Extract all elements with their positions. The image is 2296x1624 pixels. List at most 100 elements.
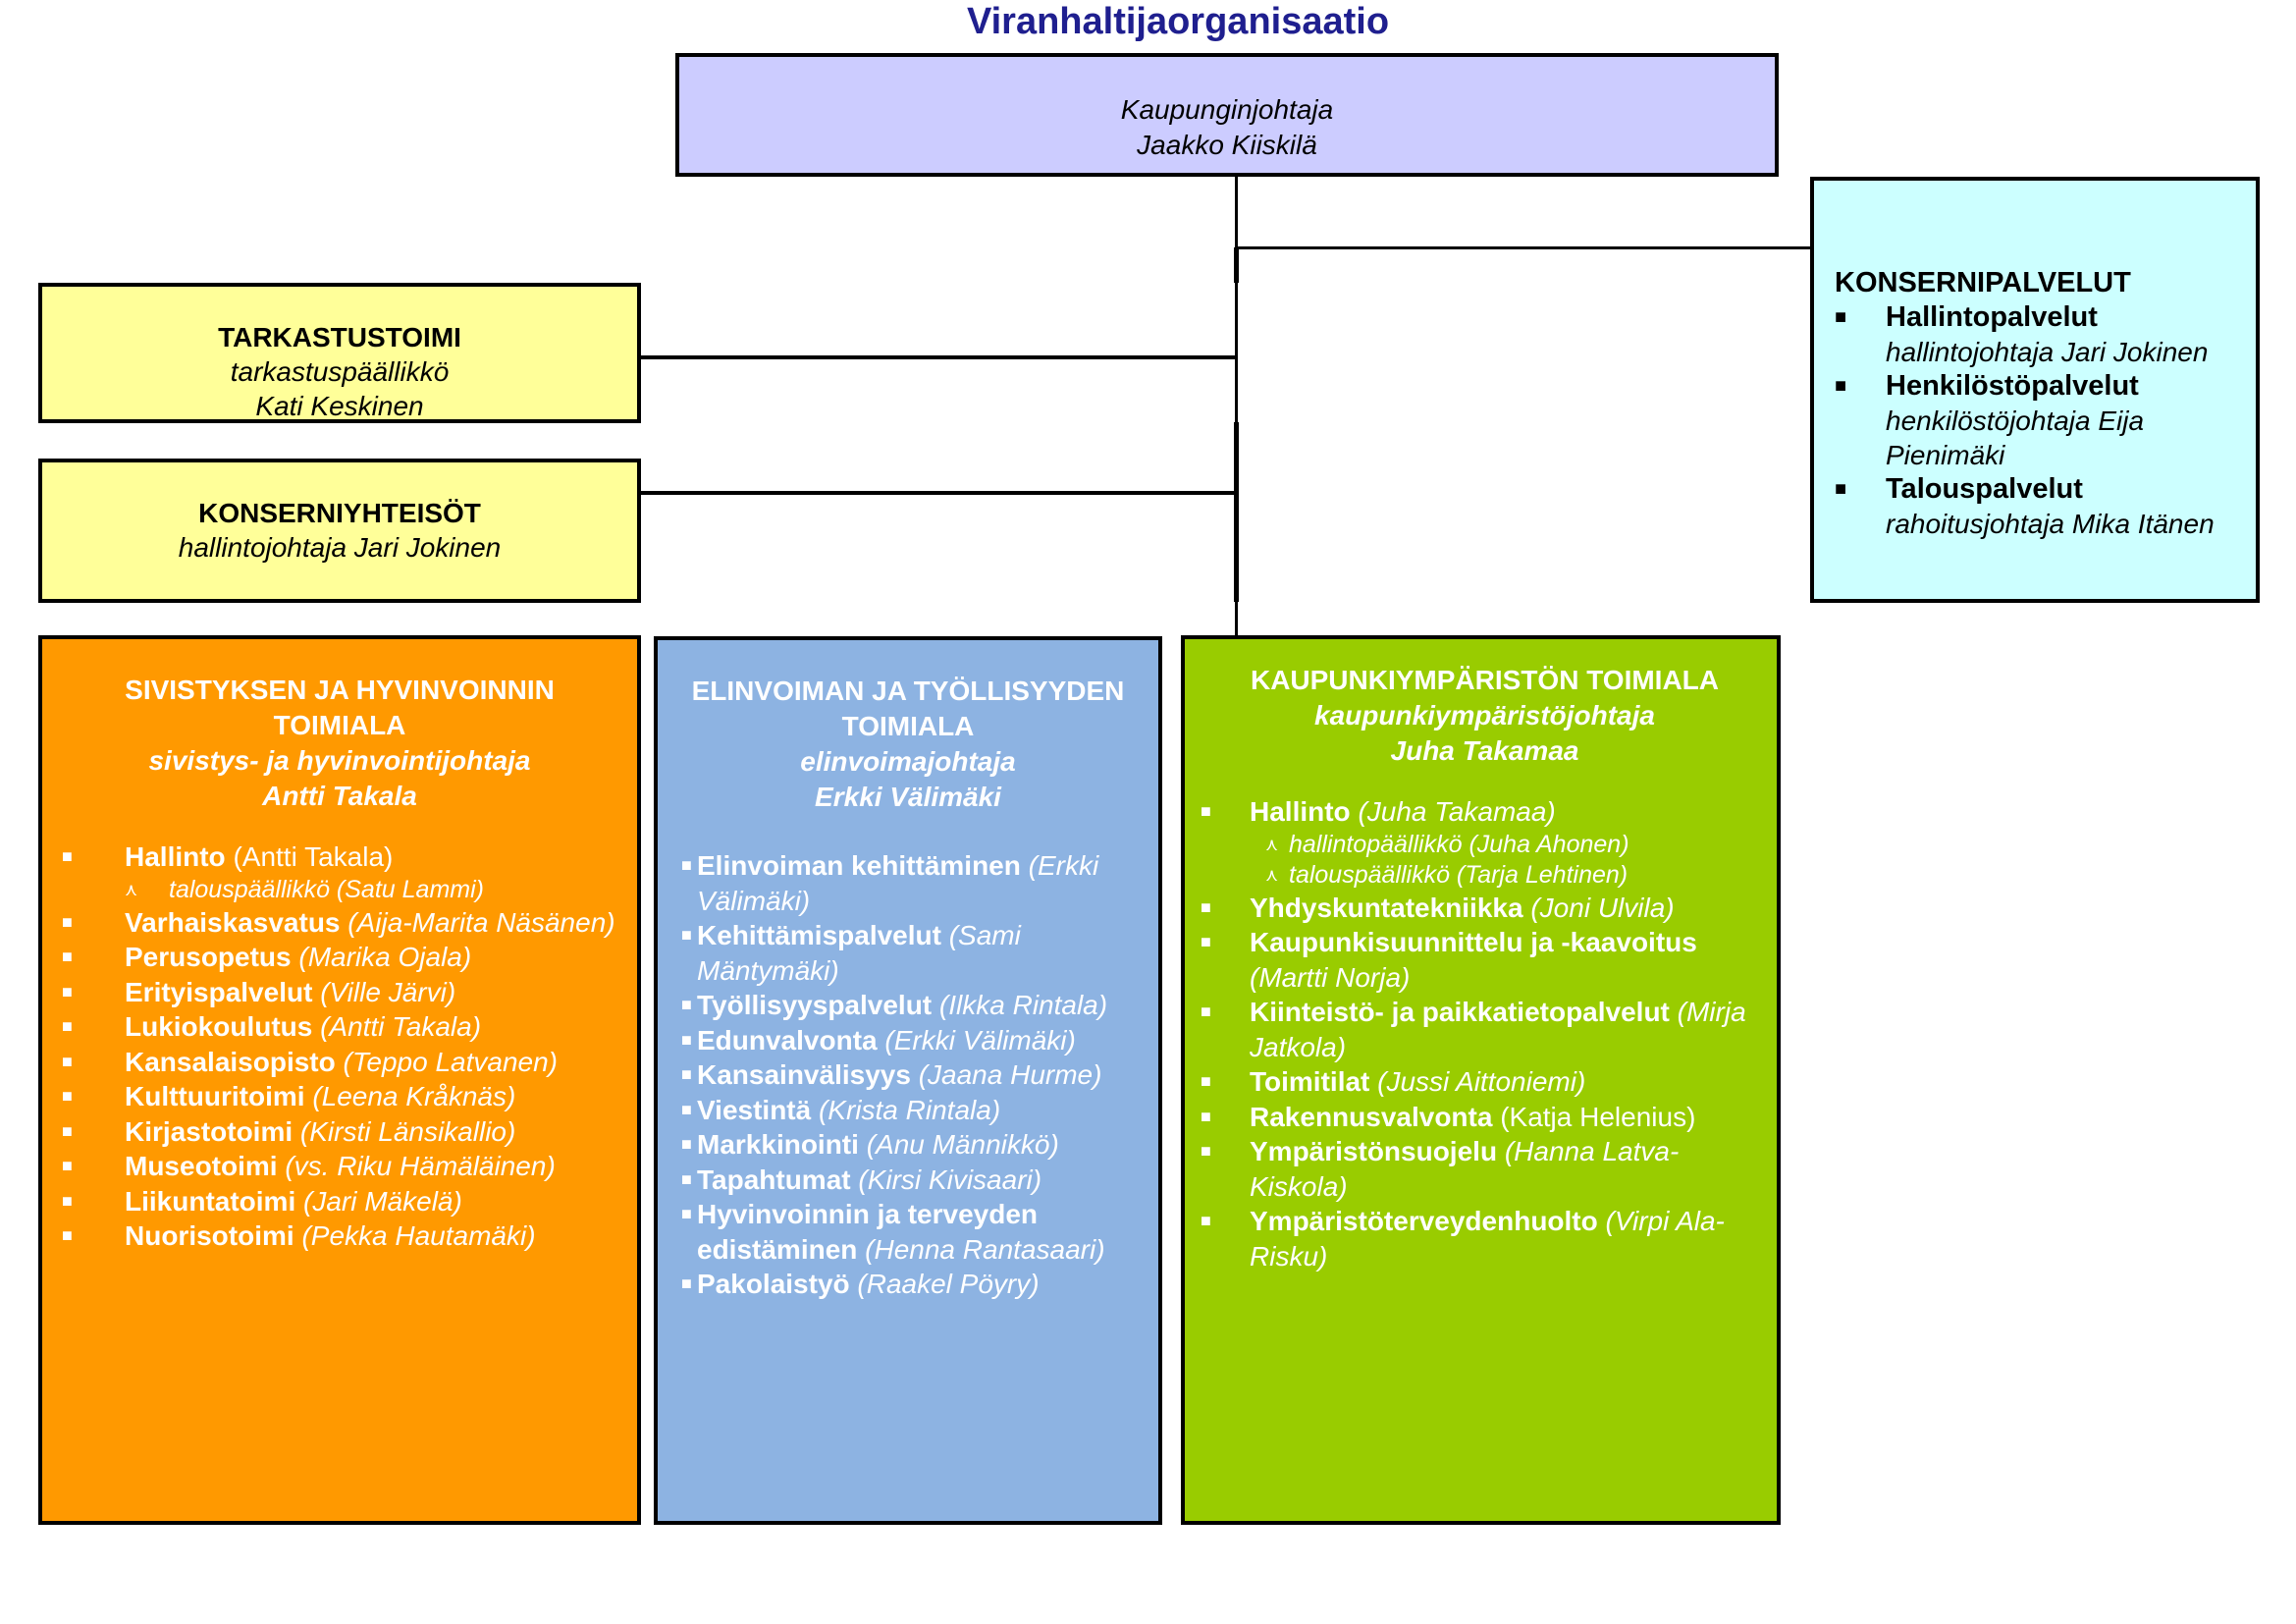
unit-list-item[interactable]: ■Perusopetus (Marika Ojala)	[54, 940, 625, 975]
unit-list-item[interactable]: ■Hyvinvoinnin ja terveyden edistäminen (…	[681, 1197, 1152, 1267]
connector-thick-segment-upper	[1234, 247, 1239, 283]
unit-list-item[interactable]: ■ Kirjastotoimi (Kirsti Länsikallio)	[54, 1114, 625, 1150]
square-bullet-icon: ■	[62, 1120, 73, 1141]
unit-list-item[interactable]: ■Rakennusvalvonta (Katja Helenius)	[1201, 1100, 1769, 1135]
unit-list-item[interactable]: ■Pakolaistyö (Raakel Pöyry)	[681, 1267, 1152, 1302]
konsernipalvelut-title: KONSERNIPALVELUT	[1835, 267, 2131, 298]
unit-name: Hallinto	[1250, 796, 1351, 827]
kaupunkiymparisto-toimiala-box[interactable]: KAUPUNKIYMPÄRISTÖN TOIMIALA kaupunkiympä…	[1181, 635, 1781, 1525]
unit-name: Museotoimi	[125, 1151, 278, 1181]
square-bullet-icon: ■	[681, 1029, 692, 1050]
unit-list-item[interactable]: ■Tapahtumat (Kirsi Kivisaari)	[681, 1163, 1152, 1198]
unit-text: Toimitilat (Jussi Aittoniemi)	[1250, 1064, 1585, 1100]
konsernipalvelut-item-person: Pienimäki	[1886, 440, 2005, 470]
unit-head-person: (Leena Kråknäs)	[312, 1081, 516, 1111]
unit-text: Kulttuuritoimi (Leena Kråknäs)	[125, 1079, 515, 1114]
unit-head-person: (Raakel Pöyry)	[857, 1269, 1040, 1299]
unit-head-person: (Erkki Välimäki)	[697, 850, 1099, 916]
konsernipalvelut-item[interactable]: ■Henkilöstöpalvelut	[1835, 369, 2256, 404]
unit-text: Tapahtumat (Kirsi Kivisaari)	[697, 1163, 1041, 1198]
unit-list-item[interactable]: ■Lukiokoulutus (Antti Takala)	[54, 1009, 625, 1045]
konserniyhteisot-role: hallintojohtaja Jari Jokinen	[178, 532, 502, 563]
unit-list-item[interactable]: ■Yhdyskuntatekniikka (Joni Ulvila)	[1201, 891, 1769, 926]
unit-list-item[interactable]: ■Työllisyyspalvelut (Ilkka Rintala)	[681, 988, 1152, 1023]
elinvoima-toimiala-box[interactable]: ELINVOIMAN JA TYÖLLISYYDEN TOIMIALA elin…	[654, 636, 1162, 1525]
square-bullet-icon: ■	[62, 1086, 73, 1106]
unit-list-item[interactable]: ■Viestintä (Krista Rintala)	[681, 1093, 1152, 1128]
unit-name: Kaupunkisuunnittelu ja -kaavoitus	[1250, 927, 1697, 957]
unit-name: Nuorisotoimi	[125, 1220, 294, 1251]
unit-list-item[interactable]: ■Elinvoiman kehittäminen (Erkki Välimäki…	[681, 848, 1152, 918]
unit-head-person: (Ilkka Rintala)	[938, 990, 1108, 1020]
unit-list-item[interactable]: ■Ympäristöterveydenhuolto (Virpi Ala-Ris…	[1201, 1204, 1769, 1273]
konserniyhteisot-box[interactable]: KONSERNIYHTEISÖT hallintojohtaja Jari Jo…	[38, 459, 641, 603]
unit-list-item[interactable]: ■Liikuntatoimi (Jari Mäkelä)	[54, 1184, 625, 1219]
unit-list-item[interactable]: ■ Nuorisotoimi (Pekka Hautamäki)	[54, 1218, 625, 1254]
sivistys-title-line2: TOIMIALA	[273, 710, 406, 740]
unit-list-item[interactable]: ■Kehittämispalvelut (Sami Mäntymäki)	[681, 918, 1152, 988]
square-bullet-icon: ■	[681, 1273, 692, 1293]
arrow-up-bullet-icon: ⋏	[1265, 834, 1279, 854]
unit-list-item[interactable]: ■Hallinto (Juha Takamaa)	[1201, 794, 1769, 830]
unit-list-item[interactable]: ■Ympäristönsuojelu (Hanna Latva-Kiskola)	[1201, 1134, 1769, 1204]
unit-name: Toimitilat	[1250, 1066, 1370, 1097]
unit-text: Hallinto (Antti Takala)	[125, 839, 393, 875]
unit-list-item[interactable]: ■Kansainvälisyys (Jaana Hurme)	[681, 1057, 1152, 1093]
unit-text: Kehittämispalvelut (Sami Mäntymäki)	[697, 918, 1152, 988]
sub-unit-item[interactable]: ⋏talouspäällikkö (Satu Lammi)	[54, 875, 625, 905]
unit-list-item[interactable]: ■ Kulttuuritoimi (Leena Kråknäs)	[54, 1079, 625, 1114]
tarkastustoimi-title: TARKASTUSTOIMI	[218, 322, 461, 352]
sub-unit-item[interactable]: ⋏talouspäällikkö (Tarja Lehtinen)	[1201, 860, 1769, 891]
square-bullet-icon: ■	[1201, 1141, 1211, 1161]
unit-name: Erityispalvelut	[125, 976, 313, 1007]
unit-head-person: (Martti Norja)	[1250, 961, 1411, 993]
unit-text: Pakolaistyö (Raakel Pöyry)	[697, 1267, 1040, 1302]
unit-head-person: (Jaana Hurme)	[918, 1059, 1102, 1090]
unit-head-person: (Katja Helenius)	[1500, 1101, 1696, 1132]
unit-list-item[interactable]: ■Kaupunkisuunnittelu ja -kaavoitus (Mart…	[1201, 925, 1769, 995]
unit-text: Ympäristöterveydenhuolto (Virpi Ala-Risk…	[1250, 1204, 1769, 1273]
unit-name: Ympäristönsuojelu	[1250, 1136, 1498, 1166]
square-bullet-icon: ■	[62, 1225, 73, 1245]
sub-unit-item[interactable]: ⋏hallintopäällikkö (Juha Ahonen)	[1201, 830, 1769, 860]
unit-list-item[interactable]: ■Kiinteistö- ja paikkatietopalvelut (Mir…	[1201, 995, 1769, 1064]
unit-name: Kehittämispalvelut	[697, 920, 941, 950]
square-bullet-icon: ■	[62, 846, 73, 866]
square-bullet-icon: ■	[1201, 801, 1211, 821]
unit-head-person: (Teppo Latvanen)	[343, 1046, 558, 1077]
konsernipalvelut-item-person: rahoitusjohtaja Mika Itänen	[1886, 509, 2215, 539]
unit-list-item[interactable]: ■Erityispalvelut (Ville Järvi)	[54, 975, 625, 1010]
unit-head-person: (Ville Järvi)	[320, 976, 456, 1007]
unit-text: Kansalaisopisto (Teppo Latvanen)	[125, 1045, 558, 1080]
square-bullet-icon: ■	[1201, 1001, 1211, 1021]
tarkastustoimi-box[interactable]: TARKASTUSTOIMI tarkastuspäällikkö Kati K…	[38, 283, 641, 423]
square-bullet-icon: ■	[681, 1134, 692, 1154]
unit-list-item[interactable]: ■Edunvalvonta (Erkki Välimäki)	[681, 1023, 1152, 1058]
konsernipalvelut-item[interactable]: ■ Talouspalvelut	[1835, 472, 2256, 507]
unit-head-person: (Sami Mäntymäki)	[697, 920, 1021, 986]
unit-name: Yhdyskuntatekniikka	[1250, 892, 1523, 923]
konsernipalvelut-item[interactable]: ■Hallintopalvelut	[1835, 300, 2256, 335]
unit-list-item[interactable]: ■Varhaiskasvatus (Aija-Marita Näsänen)	[54, 905, 625, 941]
unit-list-item[interactable]: ■Museotoimi (vs. Riku Hämäläinen)	[54, 1149, 625, 1184]
unit-text: Kirjastotoimi (Kirsti Länsikallio)	[125, 1114, 515, 1150]
unit-text: Nuorisotoimi (Pekka Hautamäki)	[125, 1218, 536, 1254]
square-bullet-icon: ■	[1835, 478, 1847, 500]
unit-text: Lukiokoulutus (Antti Takala)	[125, 1009, 481, 1045]
unit-name: Hallinto	[125, 841, 226, 872]
konsernipalvelut-item-label: Talouspalvelut	[1886, 473, 2083, 505]
sivistys-person: Antti Takala	[262, 781, 417, 811]
unit-list-item[interactable]: ■Toimitilat (Jussi Aittoniemi)	[1201, 1064, 1769, 1100]
connector-to-konserniyhteisot	[641, 491, 1237, 495]
unit-text: Perusopetus (Marika Ojala)	[125, 940, 471, 975]
sivistys-toimiala-box[interactable]: SIVISTYKSEN JA HYVINVOINNIN TOIMIALA siv…	[38, 635, 641, 1525]
unit-list-item[interactable]: ■ Hallinto (Antti Takala)	[54, 839, 625, 875]
ceo-box[interactable]: Kaupunginjohtaja Jaakko Kiiskilä	[675, 53, 1779, 177]
unit-head-person: (Kirsi Kivisaari)	[858, 1164, 1042, 1195]
square-bullet-icon: ■	[62, 911, 73, 932]
unit-text: Markkinointi (Anu Männikkö)	[697, 1127, 1059, 1163]
unit-list-item[interactable]: ■Markkinointi (Anu Männikkö)	[681, 1127, 1152, 1163]
unit-list-item[interactable]: ■Kansalaisopisto (Teppo Latvanen)	[54, 1045, 625, 1080]
